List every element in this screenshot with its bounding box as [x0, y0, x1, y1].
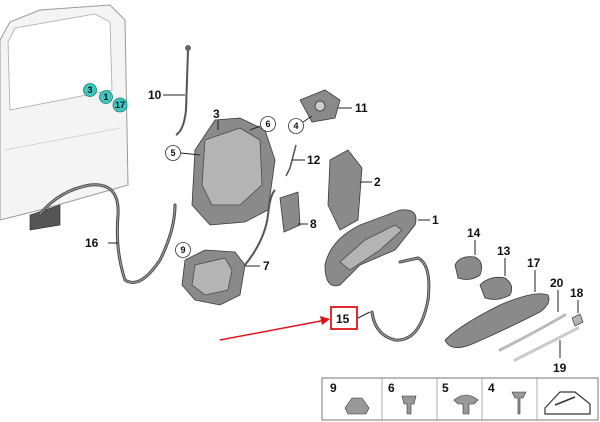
part-13-cap: 13 [479, 244, 513, 300]
callout-12: 12 [307, 153, 321, 167]
circle-callout-4 [288, 118, 304, 134]
part-2-bracket: 2 [327, 149, 381, 231]
callout-14: 14 [467, 226, 481, 240]
part-1-handle-carrier: 1 [324, 209, 439, 287]
part-12-rod: 12 [285, 144, 321, 177]
callout-13: 13 [497, 244, 511, 258]
bolt-icon [453, 394, 479, 415]
part-14-cap: 14 [454, 226, 483, 280]
part-11-striker: 11 4 [288, 89, 368, 134]
part-16-cable: 16 [38, 183, 177, 284]
callout-1: 1 [432, 213, 439, 227]
tool-icon [544, 391, 591, 415]
callout-20: 20 [550, 276, 564, 290]
part-18-clip: 18 [570, 286, 584, 327]
door-illustration [0, 4, 129, 231]
callout-11: 11 [355, 101, 368, 115]
nut-icon [344, 397, 370, 415]
callout-15: 15 [336, 312, 350, 326]
callout-3: 3 [213, 107, 220, 121]
callout-16: 16 [85, 236, 99, 250]
part-19-strip: 19 [513, 326, 580, 375]
hardware-4-label: 4 [488, 381, 495, 395]
arrow-head [320, 316, 330, 325]
highlight-box [330, 306, 358, 330]
pin-icon [511, 391, 527, 415]
callout-17: 17 [527, 256, 541, 270]
marker-1-label: 1 [103, 92, 108, 102]
hardware-panel: 9 6 5 4 [321, 377, 599, 421]
part-15-cable: 15 [219, 256, 431, 342]
callout-2: 2 [374, 175, 381, 189]
callout-18: 18 [570, 286, 584, 300]
part-7-lock: 9 7 [175, 189, 276, 306]
part-17-handle: 17 [444, 256, 550, 348]
callout-10: 10 [148, 88, 162, 102]
callout-7: 7 [263, 259, 270, 273]
callout-9: 9 [180, 245, 185, 255]
hardware-9-label: 9 [330, 381, 337, 395]
part-8-bracket: 8 [279, 191, 317, 233]
callout-4-circle: 4 [293, 121, 298, 131]
marker-3-label: 3 [87, 85, 92, 95]
circle-callout-9 [175, 242, 191, 258]
circle-callout-5 [165, 145, 181, 161]
hardware-6-label: 6 [388, 381, 395, 395]
circle-callout-6 [260, 116, 276, 132]
callout-6: 6 [265, 119, 270, 129]
pointer-arrow [219, 319, 327, 341]
part-10-rod: 10 [148, 45, 191, 136]
marker-17-label: 17 [115, 100, 125, 110]
screw-icon [401, 395, 417, 415]
marker-3 [83, 83, 97, 97]
marker-1 [99, 90, 113, 104]
callout-8: 8 [310, 217, 317, 231]
marker-17 [112, 97, 128, 113]
door-markers: 3 1 17 [83, 83, 128, 113]
part-20-strip: 20 [498, 276, 567, 352]
callout-19: 19 [553, 361, 567, 375]
hardware-5-label: 5 [442, 381, 449, 395]
callout-5: 5 [170, 148, 175, 158]
part-3-lock-carrier: 3 6 5 [165, 107, 276, 226]
